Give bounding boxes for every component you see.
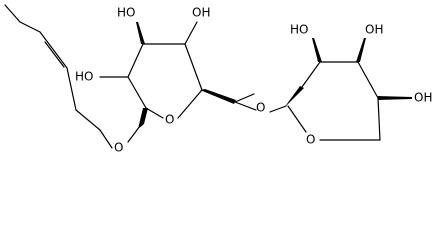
cis-double-bond-inner: [44, 41, 65, 68]
wedge-bond: [200, 89, 236, 104]
chain-bond: [66, 67, 77, 111]
hydroxyl-label: OH: [365, 23, 383, 37]
linker-bond: [269, 105, 287, 113]
chain-bond: [75, 109, 101, 131]
hydroxyl-label: HO: [117, 6, 135, 20]
hydroxyl-label: OH: [414, 91, 432, 105]
hydroxyl-label: HO: [290, 23, 308, 37]
ring-bond: [184, 43, 203, 91]
wedge-bond: [136, 22, 145, 44]
wedge-bond: [378, 96, 412, 100]
hydroxyl-bond: [184, 21, 198, 45]
ring-bond: [177, 89, 203, 119]
wedge-bond: [138, 108, 148, 129]
hydroxyl-label: HO: [75, 70, 93, 84]
methylene-bond: [234, 101, 257, 111]
pentose-ring: [269, 38, 412, 141]
ring-bond: [301, 61, 321, 88]
ring-oxygen-label: O: [306, 133, 315, 147]
cis-double-bond: [39, 31, 68, 69]
ring-bond: [357, 61, 379, 99]
ring-bond: [287, 105, 307, 133]
wedge-bond: [312, 38, 322, 62]
methylene-bond: [234, 93, 255, 103]
glycosidic-oxygen-label: O: [114, 141, 123, 155]
wedge-bond: [284, 86, 304, 108]
hydroxyl-label: OH: [192, 6, 210, 20]
chain-bond: [19, 21, 41, 33]
chain-bond: [4, 4, 21, 23]
ring-bond: [127, 43, 144, 78]
chain-bond: [99, 129, 113, 149]
glycosidic-bond: [127, 125, 141, 143]
chemical-structure: HO OH HO O O O HO OH OH O: [4, 4, 432, 155]
linker-oxygen-label: O: [256, 101, 265, 115]
glucose-ring: [99, 21, 236, 143]
ring-bond: [127, 76, 147, 109]
ring-oxygen-label: O: [165, 113, 174, 127]
ring-bond: [377, 97, 381, 141]
hexenyl-chain: [4, 4, 113, 149]
wedge-bond: [356, 38, 366, 62]
ring-bond: [145, 107, 164, 119]
